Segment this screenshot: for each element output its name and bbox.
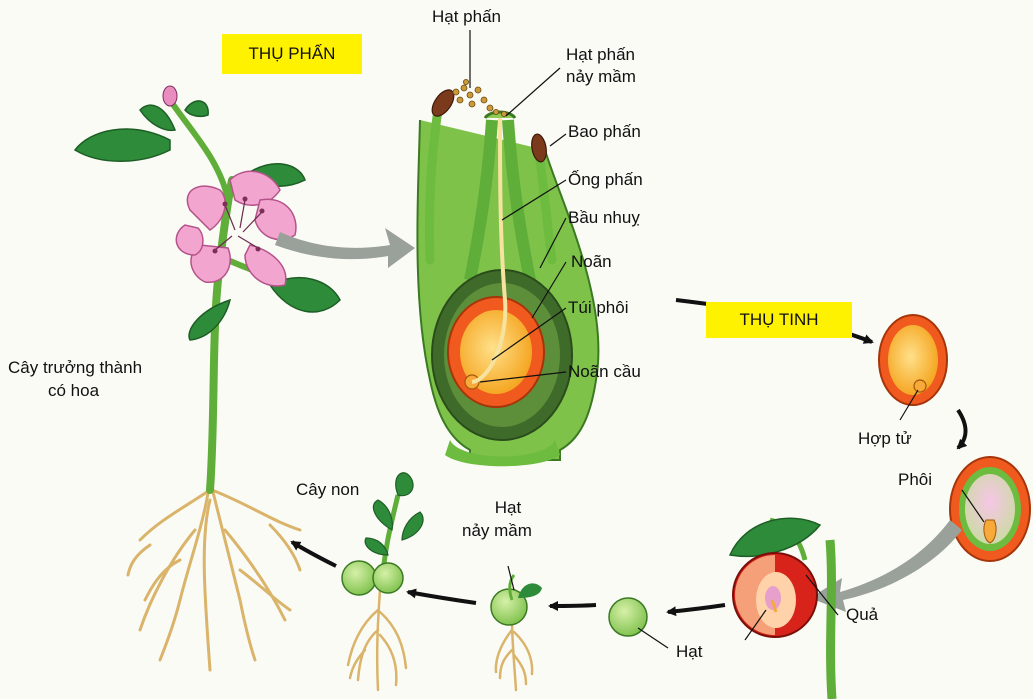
fruit (730, 518, 838, 699)
flower-bud (163, 86, 177, 106)
label-mature-plant-2: có hoa (48, 380, 99, 402)
seed (609, 598, 668, 648)
arrow-zygote-to-embryo (958, 410, 966, 448)
germinating-seed (491, 566, 542, 690)
label-embryo: Phôi (898, 469, 932, 491)
pollen-grains (453, 79, 507, 116)
label-egg-cell: Noãn cầu (568, 361, 641, 383)
label-ovule: Noãn (571, 251, 612, 273)
mature-plant-flower (176, 171, 296, 286)
arrow-seed-to-germinating (550, 605, 596, 606)
label-germinating-seed-2: nảy mầm (462, 520, 532, 542)
stage-tag-pollination: THỤ PHẤN (222, 34, 362, 74)
mature-plant-roots (128, 480, 300, 670)
stage-tag-fertilization: THỤ TINH (706, 302, 852, 338)
label-pollen-germinating-1: Hạt phấn (566, 44, 635, 66)
arrow-fruit-to-seed (668, 605, 725, 612)
label-seed: Hạt (676, 641, 702, 663)
label-mature-plant-1: Cây trưởng thành (8, 357, 142, 379)
label-anther: Bao phấn (568, 121, 641, 143)
label-germinating-seed-1: Hạt (488, 497, 528, 519)
label-zygote: Hợp tử (858, 428, 912, 450)
label-ovary: Bầu nhuỵ (568, 207, 640, 229)
label-pollen-tube: Ống phấn (568, 169, 643, 191)
zygote-ovule (879, 315, 947, 420)
label-pollen-germinating-2: nảy mầm (566, 66, 636, 88)
arrow-germinating-to-seedling (408, 592, 476, 603)
label-embryo-sac: Túi phôi (568, 297, 628, 319)
embryo-seed (950, 457, 1030, 561)
label-seedling: Cây non (296, 479, 359, 501)
label-fruit: Quả (846, 604, 878, 626)
label-pollen: Hạt phấn (432, 6, 501, 28)
seedling (342, 473, 423, 690)
